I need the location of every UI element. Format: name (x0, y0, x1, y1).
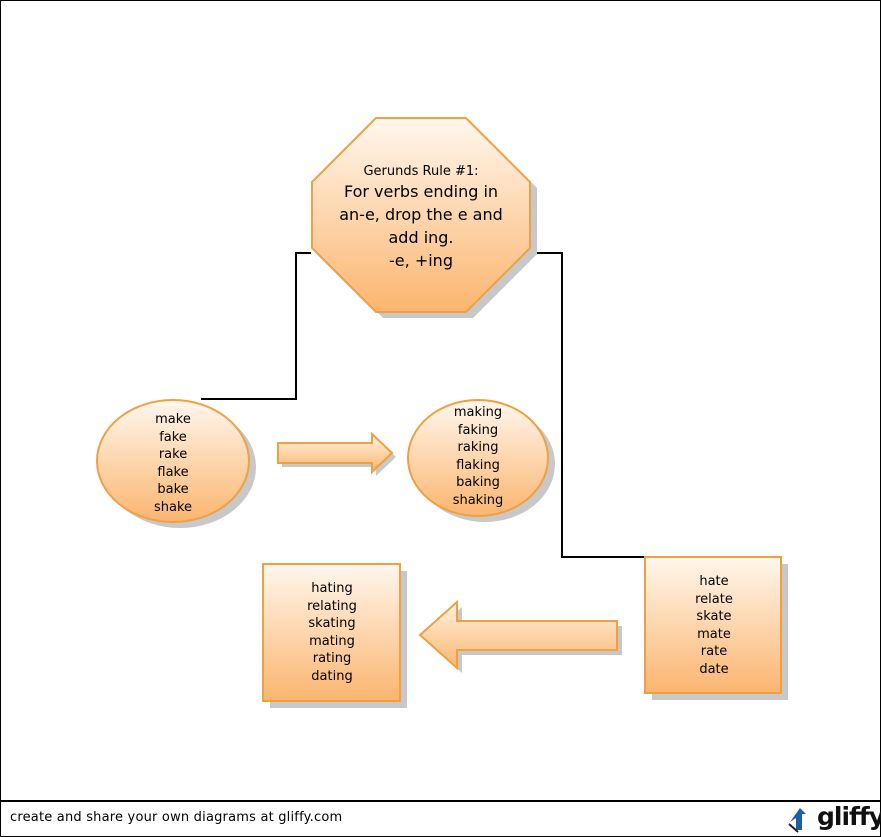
list-item: baking (456, 475, 500, 490)
list-item: relate (695, 591, 733, 607)
list-item: make (155, 412, 191, 427)
list-item: rating (312, 651, 352, 666)
base-verbs-box (644, 556, 782, 694)
list-item: shaking (452, 492, 504, 508)
list-item: rake (158, 447, 188, 462)
list-item: hate (699, 574, 729, 589)
base-verbs-oval (96, 399, 250, 523)
left-arrow (418, 599, 618, 671)
gerunds-oval-list: making faking raking flaking baking shak… (418, 404, 538, 509)
list-item: flaking (456, 457, 500, 473)
list-item: rate (700, 644, 728, 659)
list-item: shake (153, 499, 193, 515)
rule-line: -e, +ing (389, 251, 453, 270)
list-item: date (699, 661, 729, 677)
list-item: flake (157, 464, 189, 480)
list-item: dating (311, 668, 353, 684)
footer-divider (0, 800, 881, 802)
list-item: skate (696, 609, 732, 624)
right-arrow (277, 431, 394, 475)
gerunds-box (262, 563, 401, 702)
rule-line: an-e, drop the e and (339, 205, 503, 224)
rule-octagon (311, 117, 531, 313)
list-item: relating (307, 598, 357, 614)
base-verbs-oval-list: make fake rake flake bake shake (113, 411, 233, 516)
base-verbs-box-list: hate relate skate mate rate date (654, 573, 774, 678)
connector-rule-to-base-box (530, 252, 645, 558)
list-item: faking (457, 422, 499, 438)
list-item: making (453, 405, 503, 420)
gliffy-logo-icon[interactable] (786, 800, 876, 836)
list-item: skating (308, 616, 356, 631)
list-item: mate (697, 626, 731, 642)
list-item: mating (309, 633, 355, 649)
rule-text: Gerunds Rule #1: For verbs ending in an-… (312, 163, 530, 272)
rule-line: For verbs ending in (343, 182, 499, 201)
list-item: hating (311, 581, 353, 596)
rule-line: add ing. (388, 228, 454, 247)
connector-rule-to-base-oval (201, 252, 311, 400)
footer-link-text[interactable]: create and share your own diagrams at gl… (10, 810, 343, 825)
list-item: raking (457, 440, 499, 455)
gerunds-oval (407, 399, 549, 517)
diagram-svg (96, 117, 788, 708)
list-item: fake (159, 429, 187, 445)
list-item: bake (157, 482, 189, 497)
rule-heading: Gerunds Rule #1: (363, 164, 479, 179)
gliffy-logo-text[interactable]: gliffy (817, 802, 881, 831)
gerunds-box-list: hating relating skating mating rating da… (272, 580, 392, 685)
